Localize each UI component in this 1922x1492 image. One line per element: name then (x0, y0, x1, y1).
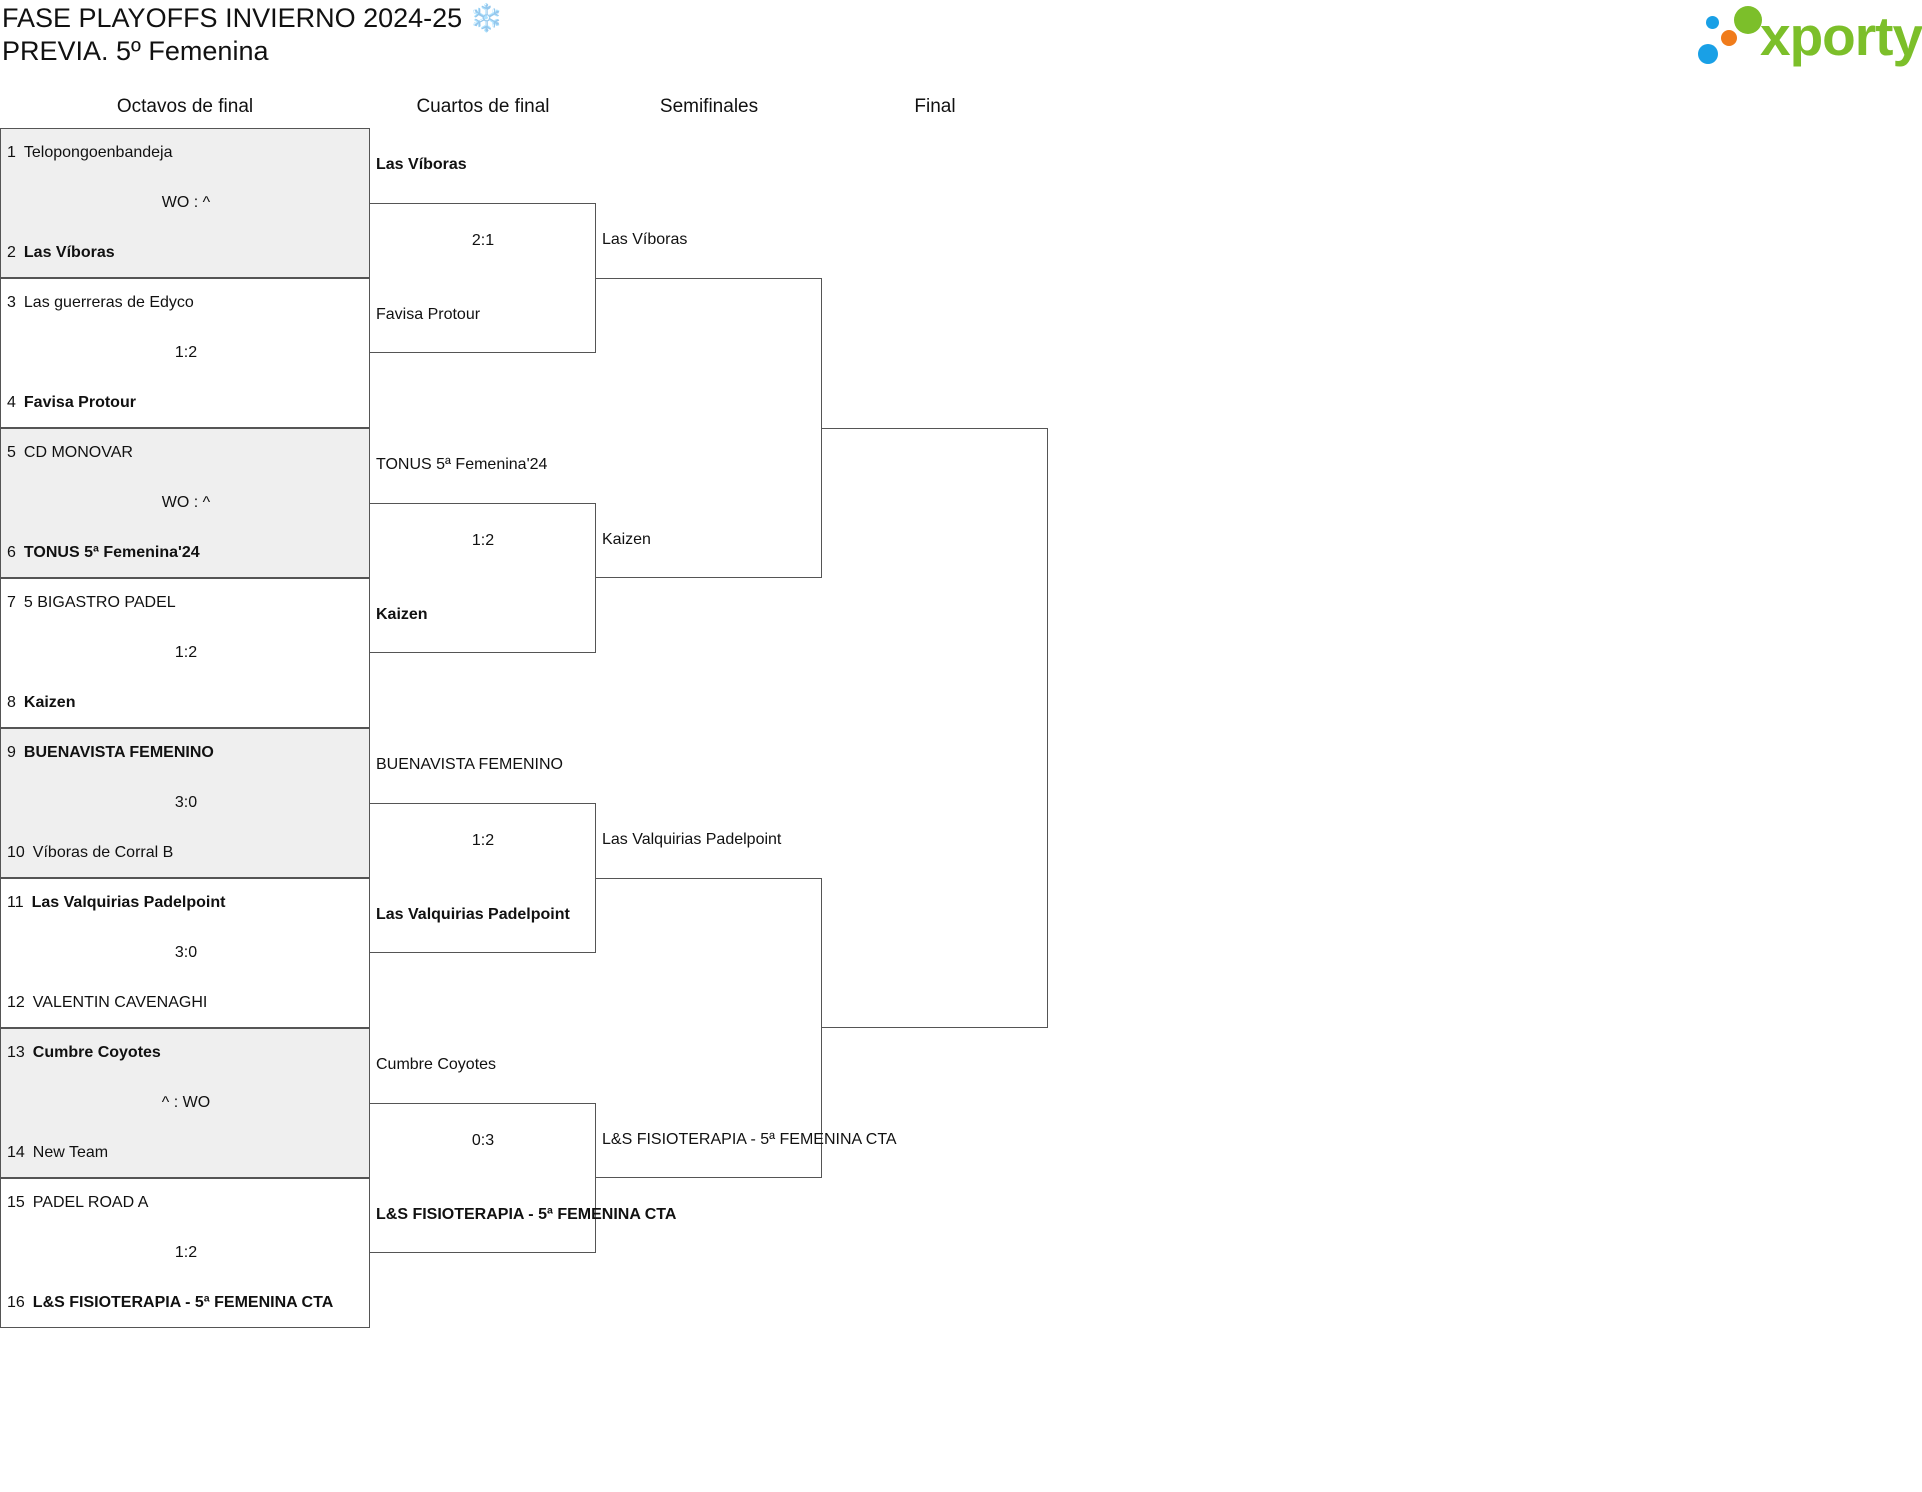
cuartos-match-1-connector (370, 203, 596, 353)
round-label-octavos: Octavos de final (116, 96, 254, 117)
team-entry: 1 Telopongoenbandeja (7, 143, 173, 163)
octavos-match-5[interactable]: 9 BUENAVISTA FEMENINO 3:0 10 Víboras de Co… (0, 728, 370, 878)
seed-number: 14 (7, 1144, 25, 1161)
team-name: CD MONOVAR (23, 444, 133, 461)
team-name: Víboras de Corral B (32, 844, 174, 861)
seed-number: 2 (7, 244, 16, 261)
team-name: Kaizen (23, 694, 76, 711)
match-score: 3:0 (174, 944, 198, 961)
cuartos-team[interactable]: Las Valquirias Padelpoint (376, 906, 570, 923)
team-entry: 4 Favisa Protour (7, 393, 136, 413)
seed-number: 4 (7, 394, 16, 411)
team-entry: 10 Víboras de Corral B (7, 843, 173, 863)
team-entry: 15 PADEL ROAD A (7, 1193, 148, 1213)
octavos-match-6[interactable]: 11 Las Valquirias Padelpoint 3:0 12 VALENT… (0, 878, 370, 1028)
team-name: 5 BIGASTRO PADEL (23, 594, 176, 611)
cuartos-match-4-connector (370, 1103, 596, 1253)
final-connector (822, 428, 1048, 1028)
cuartos-score: 1:2 (471, 532, 495, 549)
team-entry: 3 Las guerreras de Edyco (7, 293, 194, 313)
page-subtitle: PREVIA. 5º Femenina (2, 36, 269, 66)
team-name: Las guerreras de Edyco (23, 294, 194, 311)
team-entry: 11 Las Valquirias Padelpoint (7, 893, 225, 913)
cuartos-score: 1:2 (471, 832, 495, 849)
team-entry: 12 VALENTIN CAVENAGHI (7, 993, 207, 1013)
team-name: TONUS 5ª Femenina'24 (23, 544, 200, 561)
round-label-final: Final (914, 96, 956, 117)
match-score: 3:0 (174, 794, 198, 811)
seed-number: 15 (7, 1194, 25, 1211)
semifinal-team[interactable]: Las Valquirias Padelpoint (602, 831, 782, 848)
cuartos-score: 2:1 (471, 232, 495, 249)
logo-dot-blue-small (1706, 16, 1719, 29)
octavos-match-4[interactable]: 7 5 BIGASTRO PADEL 1:2 8 Kaizen (0, 578, 370, 728)
octavos-match-8[interactable]: 15 PADEL ROAD A 1:2 16 L&S FISIOTERAPIA - … (0, 1178, 370, 1328)
team-entry: 8 Kaizen (7, 693, 75, 713)
team-name: Telopongoenbandeja (23, 144, 173, 161)
round-label-cuartos: Cuartos de final (416, 96, 550, 117)
cuartos-score: 0:3 (471, 1132, 495, 1149)
match-score: WO : ^ (161, 194, 211, 211)
match-score: 1:2 (174, 1244, 198, 1261)
cuartos-team[interactable]: Kaizen (376, 606, 428, 623)
team-entry: 14 New Team (7, 1143, 108, 1163)
seed-number: 10 (7, 844, 25, 861)
team-entry: 9 BUENAVISTA FEMENINO (7, 743, 214, 763)
team-name: L&S FISIOTERAPIA - 5ª FEMENINA CTA (32, 1294, 334, 1311)
octavos-match-3[interactable]: 5 CD MONOVAR WO : ^ 6 TONUS 5ª Femenina'24 (0, 428, 370, 578)
octavos-match-2[interactable]: 3 Las guerreras de Edyco 1:2 4 Favisa Prot… (0, 278, 370, 428)
semifinal-team[interactable]: L&S FISIOTERAPIA - 5ª FEMENINA CTA (602, 1131, 897, 1148)
logo-dot-orange (1721, 30, 1737, 46)
match-score: 1:2 (174, 644, 198, 661)
seed-number: 8 (7, 694, 16, 711)
cuartos-team[interactable]: TONUS 5ª Femenina'24 (376, 456, 548, 473)
team-entry: 7 5 BIGASTRO PADEL (7, 593, 176, 613)
match-score: ^ : WO (161, 1094, 211, 1111)
cuartos-match-2-connector (370, 503, 596, 653)
team-name: Las Valquirias Padelpoint (31, 894, 226, 911)
seed-number: 5 (7, 444, 16, 461)
seed-number: 9 (7, 744, 16, 761)
cuartos-match-3-connector (370, 803, 596, 953)
team-entry: 5 CD MONOVAR (7, 443, 133, 463)
team-name: Cumbre Coyotes (32, 1044, 161, 1061)
match-score: 1:2 (174, 344, 198, 361)
team-entry: 2 Las Víboras (7, 243, 115, 263)
match-score: WO : ^ (161, 494, 211, 511)
octavos-match-7[interactable]: 13 Cumbre Coyotes ^ : WO 14 New Team (0, 1028, 370, 1178)
seed-number: 7 (7, 594, 16, 611)
team-name: Las Víboras (23, 244, 115, 261)
seed-number: 13 (7, 1044, 25, 1061)
cuartos-team[interactable]: Cumbre Coyotes (376, 1056, 497, 1073)
seed-number: 16 (7, 1294, 25, 1311)
seed-number: 3 (7, 294, 16, 311)
cuartos-team[interactable]: BUENAVISTA FEMENINO (376, 756, 563, 773)
team-name: BUENAVISTA FEMENINO (23, 744, 214, 761)
team-name: New Team (32, 1144, 109, 1161)
seed-number: 1 (7, 144, 16, 161)
seed-number: 6 (7, 544, 16, 561)
octavos-match-1[interactable]: 1 Telopongoenbandeja WO : ^ 2 Las Víboras (0, 128, 370, 278)
team-entry: 16 L&S FISIOTERAPIA - 5ª FEMENINA CTA (7, 1293, 333, 1313)
semifinal-team[interactable]: Las Víboras (602, 231, 688, 248)
logo-dot-blue (1698, 44, 1718, 64)
seed-number: 11 (7, 894, 24, 911)
page-title: FASE PLAYOFFS INVIERNO 2024-25 ❄️ (2, 3, 504, 33)
semifinal-team[interactable]: Kaizen (602, 531, 651, 548)
team-entry: 6 TONUS 5ª Femenina'24 (7, 543, 200, 563)
logo-dot-green (1734, 6, 1762, 34)
logo-text: xporty (1760, 5, 1922, 67)
xporty-logo: xporty (1690, 2, 1922, 72)
round-label-semifinales: Semifinales (659, 96, 759, 117)
cuartos-team[interactable]: Las Víboras (376, 156, 467, 173)
seed-number: 12 (7, 994, 25, 1011)
semifinal-match-2-connector (596, 878, 822, 1178)
team-entry: 13 Cumbre Coyotes (7, 1043, 161, 1063)
semifinal-match-1-connector (596, 278, 822, 578)
team-name: Favisa Protour (23, 394, 136, 411)
team-name: PADEL ROAD A (32, 1194, 149, 1211)
cuartos-team[interactable]: Favisa Protour (376, 306, 481, 323)
cuartos-team[interactable]: L&S FISIOTERAPIA - 5ª FEMENINA CTA (376, 1206, 677, 1223)
team-name: VALENTIN CAVENAGHI (32, 994, 208, 1011)
